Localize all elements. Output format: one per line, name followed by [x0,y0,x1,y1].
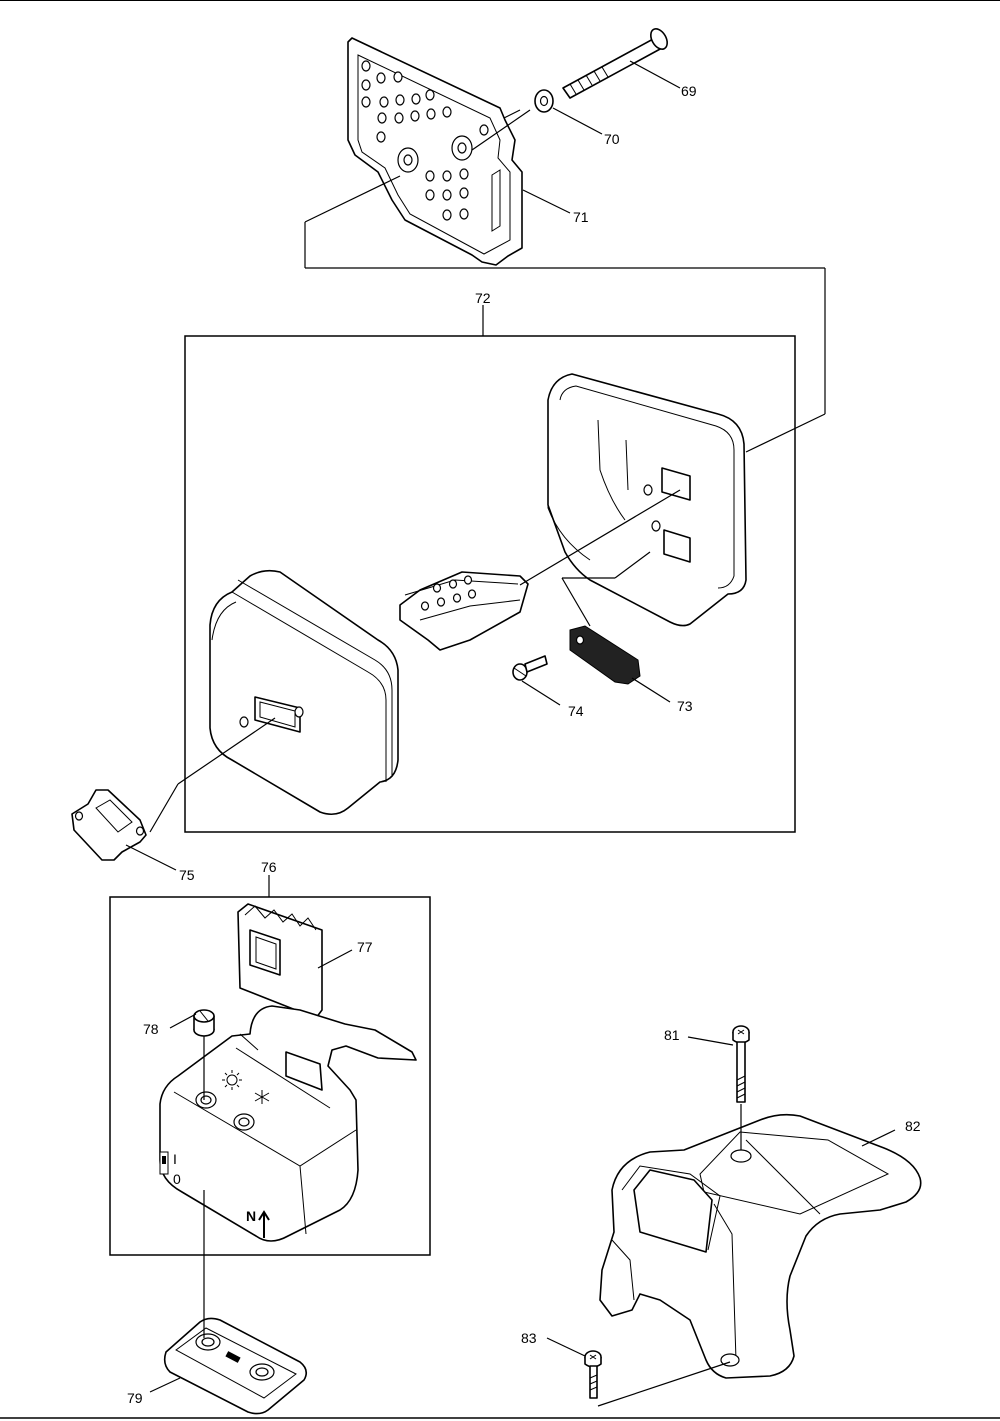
summer-symbol-icon [222,1070,242,1090]
gasket-75[interactable] [71,789,147,861]
label-79: 79 [127,1390,143,1406]
label-82: 82 [905,1118,921,1134]
plate-holes [361,60,489,221]
cover-group-frame [109,896,431,1256]
heat-shield-plate-71[interactable] [347,37,523,266]
screw-74[interactable] [512,655,548,681]
label-78: 78 [143,1021,159,1037]
bottom-plate-79[interactable] [163,1317,308,1415]
label-83: 83 [521,1330,537,1346]
part-number-labels: 69 70 71 72 73 74 75 76 77 78 79 81 82 8… [127,83,921,1406]
leader-lines [125,60,896,1407]
label-75: 75 [179,867,195,883]
muffler-front-shell[interactable] [209,569,399,816]
label-71: 71 [573,209,589,225]
label-74: 74 [568,703,584,719]
label-76: 76 [261,859,277,875]
label-81: 81 [664,1027,680,1043]
bolt-81[interactable] [732,1025,750,1103]
washer-70[interactable] [534,89,554,113]
label-70: 70 [604,131,620,147]
label-69: 69 [681,83,697,99]
spark-screen-73[interactable] [569,625,641,685]
bolt-69[interactable] [562,26,671,99]
switch-off-mark: 0 [173,1171,181,1187]
up-arrow-icon [258,1210,270,1238]
switch-on-mark: I [173,1151,177,1167]
stop-switch [159,1151,169,1175]
muffler-baffle-insert[interactable] [399,571,529,651]
filter-element-77[interactable] [237,903,323,1019]
housing-82[interactable] [599,1113,922,1379]
muffler-back-shell[interactable] [547,373,747,627]
arrow-marking: N [246,1208,256,1224]
label-72: 72 [475,290,491,306]
top-cover-76[interactable]: I 0 N [159,1005,417,1242]
muffler-group-frame [184,335,796,833]
label-77: 77 [357,939,373,955]
knob-screw-78[interactable] [193,1009,215,1037]
screw-83[interactable] [584,1350,602,1399]
winter-symbol-icon [254,1090,270,1104]
label-73: 73 [677,698,693,714]
